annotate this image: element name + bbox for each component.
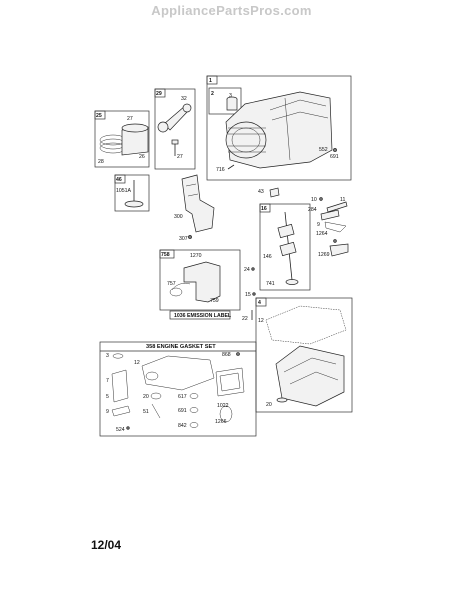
label-32: 32 [181, 96, 187, 102]
label-12b: 12 [134, 360, 140, 366]
gasket-set-title: 358 ENGINE GASKET SET [146, 344, 216, 350]
label-1270: 1270 [190, 253, 202, 259]
bushing-box [208, 87, 242, 115]
label-284: 284 [308, 207, 317, 213]
label-27: 27 [177, 154, 183, 160]
label-716: 716 [216, 167, 225, 173]
label-691: 691 [330, 154, 339, 160]
label-757: 757 [167, 281, 176, 287]
label-617: 617 [178, 394, 187, 400]
label-43: 43 [258, 189, 264, 195]
crankshaft-box [259, 203, 311, 291]
sump [275, 345, 345, 407]
label-25: 25 [96, 113, 102, 119]
label-3: 3 [229, 93, 232, 99]
emission-label: 1036 EMISSION LABEL [174, 313, 232, 319]
label-691b: 691 [178, 408, 187, 414]
label-9b: 9 [106, 409, 109, 415]
watermark: AppliancePartsPros.com [151, 3, 312, 18]
label-10: 10 [311, 197, 317, 203]
label-1022: 1022 [217, 403, 229, 409]
head-gasket [141, 355, 215, 391]
cylinder-box [206, 75, 352, 181]
label-758: 758 [161, 252, 170, 258]
label-1266: 1266 [215, 419, 227, 425]
label-27b: 27 [127, 116, 133, 122]
label-552: 552 [319, 147, 328, 153]
cylinder-block [225, 91, 333, 169]
label-24: 24 [244, 267, 250, 273]
label-12: 12 [258, 318, 264, 324]
label-868: 868 [222, 352, 231, 358]
label-1269: 1269 [318, 252, 330, 258]
label-9: 9 [317, 222, 320, 228]
label-22: 22 [242, 316, 248, 322]
rocker-gasket [215, 367, 245, 397]
label-1264: 1264 [316, 231, 328, 237]
label-28: 28 [98, 159, 104, 165]
label-20: 20 [143, 394, 149, 400]
governor-box [159, 249, 241, 311]
air-guide [181, 174, 215, 233]
rod-box [154, 88, 196, 170]
valve-box [114, 174, 150, 212]
label-5: 5 [106, 394, 109, 400]
footer-date: 12/04 [91, 538, 122, 552]
valve [124, 180, 144, 208]
label-15: 15 [245, 292, 251, 298]
label-11: 11 [340, 197, 345, 203]
piston-box [94, 110, 150, 168]
sump-gasket [265, 305, 347, 345]
label-46: 46 [116, 177, 122, 183]
label-51: 51 [143, 409, 149, 415]
label-741: 741 [266, 281, 275, 287]
label-1051a: 1051A [116, 188, 132, 194]
label-7: 7 [106, 378, 109, 384]
label-759: 759 [210, 298, 219, 304]
label-2: 2 [211, 91, 214, 97]
label-524: 524 [116, 427, 125, 433]
label-26: 26 [139, 154, 145, 160]
label-307: 307 [179, 236, 188, 242]
crankshaft [277, 211, 299, 285]
connecting-rod [157, 103, 192, 133]
emission-label-box [169, 310, 231, 320]
gasket-set-box [99, 341, 257, 437]
label-3b: 3 [106, 353, 109, 359]
label-20b: 20 [266, 402, 272, 408]
label-16: 16 [261, 206, 267, 212]
piston [121, 123, 149, 156]
label-842: 842 [178, 423, 187, 429]
governor [169, 261, 221, 303]
label-4: 4 [258, 300, 261, 306]
cylinder-tag-box [206, 75, 218, 85]
label-146: 146 [263, 254, 272, 260]
label-1: 1 [209, 78, 212, 84]
label-29: 29 [156, 91, 162, 97]
label-300: 300 [174, 214, 183, 220]
